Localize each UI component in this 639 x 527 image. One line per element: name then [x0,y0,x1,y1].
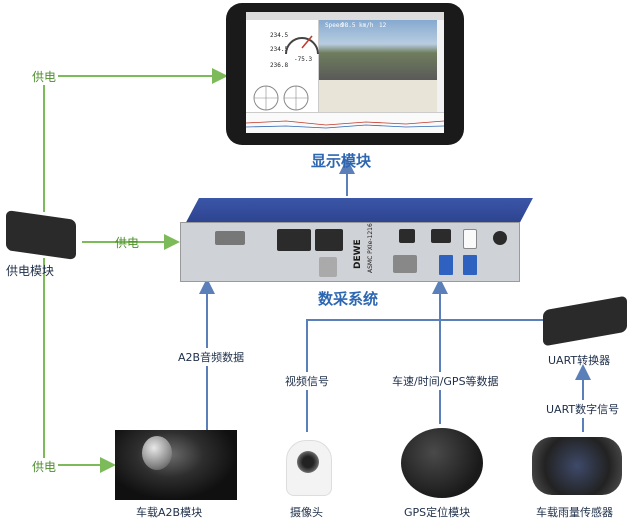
screen-road-video: Speed 98.5 km/h 12 [319,20,437,80]
screen-speed-label: Speed [325,22,344,29]
screen-dials [253,85,309,111]
power-line-top [43,68,228,212]
terminal-block-icon [277,229,311,251]
screen-speed-value: 98.5 [341,22,356,29]
screen-speed-num: 12 [379,22,387,29]
rain-sensor-label: 车载雨量传感器 [536,506,613,519]
power-label-bottom: 供电 [30,458,59,475]
screen-value-3: 236.8 [270,62,289,69]
power-line-bottom [43,258,116,473]
camera-lens-icon [297,451,319,473]
a2b-audio-label: A2B音频数据 [176,348,247,366]
display-screen: 234.5 234.5 236.8 -75.3 Speed 98.5 km/h … [246,12,444,133]
serial-port-icon [215,231,245,245]
screen-toolbar [246,12,444,20]
rain-sensor-device [532,437,622,495]
a2b-knob-icon [142,436,172,470]
uart-converter-label: UART转换器 [548,354,611,367]
ethernet-port-icon [393,255,417,273]
screen-value-4: -75.3 [294,56,313,63]
screen-value-2: 234.5 [270,46,289,53]
speed-gps-label: 车速/时间/GPS等数据 [390,372,501,390]
gps-module-label: GPS定位模块 [404,506,471,519]
power-label-top: 供电 [30,68,59,85]
camera-label: 摄像头 [290,506,323,519]
screen-graph-lines [246,120,444,129]
connector-icon [319,257,337,277]
terminal-block-2-icon [315,229,343,251]
screen-graph [246,112,444,133]
gps-module-device [401,428,483,498]
round-connector-icon [493,231,507,245]
power-label-mid: 供电 [115,236,140,250]
a2b-module-label: 车载A2B模块 [136,506,203,519]
display-module-label: 显示模块 [311,152,372,170]
video-line [306,319,545,432]
screen-value-1: 234.5 [270,32,289,39]
screen-speed-gauge [285,35,319,55]
daq-system-label: 数采系统 [318,290,379,308]
device-brand: DEWE [353,239,363,269]
daq-chassis-front: DEWE ASMC PXIe-1216 [180,222,520,282]
usb3-port-2-icon [463,255,477,275]
usb-port-icon [399,229,415,243]
video-signal-label: 视频信号 [283,372,331,390]
uart-digital-label: UART数字信号 [544,400,622,418]
hdmi-port-icon [431,229,451,243]
usb3-port-icon [439,255,453,275]
power-module-label: 供电模块 [6,264,55,278]
a2b-module-photo [115,430,237,500]
usb-port-2-icon [463,229,477,249]
screen-speed-unit: km/h [359,22,374,29]
device-model: ASMC PXIe-1216 [367,223,374,273]
